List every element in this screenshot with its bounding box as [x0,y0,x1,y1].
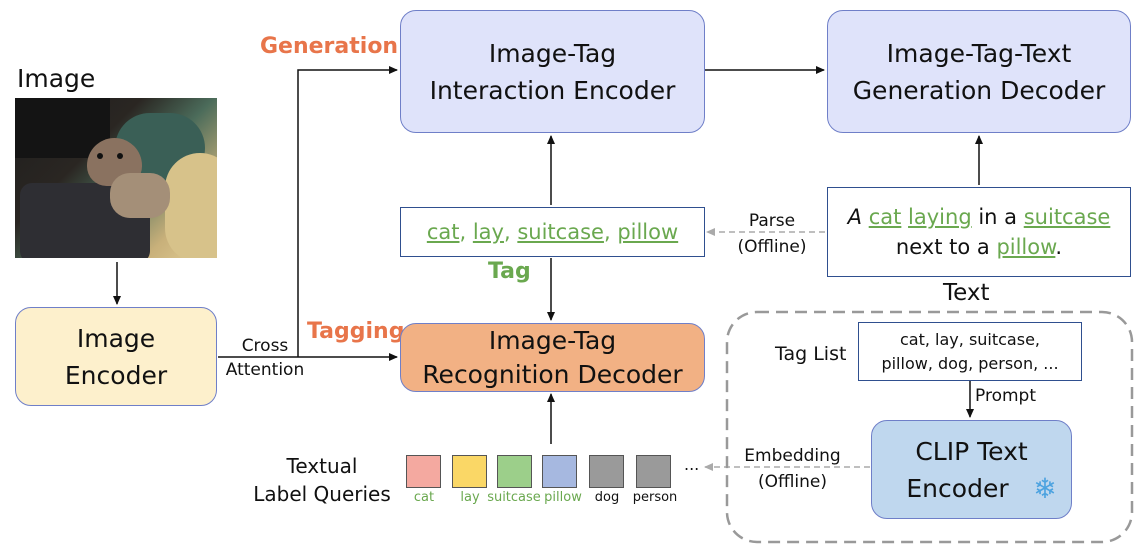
recognition-decoder-box: Image-Tag Recognition Decoder [400,323,705,392]
tags-box: cat, lay, suitcase, pillow [400,207,705,257]
query-person-label: person [632,490,678,505]
query-suitcase-square [497,455,532,488]
tag-sep: , [603,220,618,244]
recognition-decoder-line1: Image-Tag [488,325,617,355]
query-pillow-square [542,455,577,488]
interaction-encoder-line2: Interaction Encoder [429,75,676,105]
interaction-encoder-box: Image-Tag Interaction Encoder [400,10,705,133]
query-dog-label: dog [594,490,620,505]
text-word-suitcase: suitcase [1023,205,1111,229]
image-encoder-box: Image Encoder [15,307,217,406]
text-line1: A cat laying in a suitcase [848,202,1111,232]
tag-label: Tag [488,259,531,284]
input-image [15,98,217,258]
parse-line2: (Offline) [737,237,807,257]
clip-encoder-line1: CLIP Text [915,436,1028,466]
image-label: Image [17,64,96,93]
tag-list-line1: cat, lay, suitcase, [900,329,1040,349]
tag-sep: , [503,220,518,244]
tag-sep: , [459,220,473,244]
text-word: A [847,205,863,229]
text-word-cat: cat [868,205,902,229]
text-word-pillow: pillow [996,235,1056,259]
generation-decoder-line2: Generation Decoder [852,75,1106,105]
text-word: in a [978,205,1018,229]
clip-encoder-box: CLIP Text Encoder [871,420,1072,519]
tag-lay: lay [472,220,504,244]
query-cat-label: cat [413,490,435,505]
text-word-laying: laying [908,205,972,229]
tag-pillow: pillow [617,220,679,244]
text-line2: next to a pillow. [896,232,1062,262]
embedding-label: Embedding (Offline) [735,443,850,495]
query-cat-square [406,455,441,488]
tag-list-label: Tag List [775,343,847,365]
query-lay-square [452,455,487,488]
tag-suitcase: suitcase [517,220,604,244]
tagging-label: Tagging [307,319,405,344]
recognition-decoder-line2: Recognition Decoder [422,359,683,389]
queries-line2: Label Queries [253,482,391,506]
tag-list-box: cat, lay, suitcase, pillow, dog, person,… [858,322,1082,381]
text-label: Text [943,280,990,306]
query-suitcase-label: suitcase [487,490,541,505]
parse-line1: Parse [748,211,796,231]
queries-label: Textual Label Queries [246,452,398,508]
query-lay-label: lay [460,490,480,505]
queries-ellipsis: ... [684,455,700,474]
cross-attention-line2: Attention [225,360,305,380]
clip-encoder-line2: Encoder [906,473,1009,503]
text-period: . [1055,235,1063,259]
embedding-line1: Embedding [744,446,841,466]
embedding-line2: (Offline) [757,472,828,492]
cross-attention-label: Cross Attention [220,334,310,382]
query-dog-square [589,455,624,488]
parse-label: Parse (Offline) [728,208,816,260]
tag-cat: cat [426,220,460,244]
image-encoder-line1: Image [76,323,156,353]
generation-decoder-line1: Image-Tag-Text [886,38,1072,68]
interaction-encoder-line1: Image-Tag [488,38,617,68]
text-box: A cat laying in a suitcase next to a pil… [827,187,1131,277]
snowflake-icon: ❄ [1033,472,1057,505]
prompt-label: Prompt [975,386,1036,406]
tag-list-line2: pillow, dog, person, ... [881,353,1059,373]
image-encoder-line2: Encoder [64,360,168,390]
text-word: next to a [895,235,990,259]
generation-label: Generation [260,34,399,59]
cross-attention-line1: Cross [241,336,289,356]
generation-decoder-box: Image-Tag-Text Generation Decoder [827,10,1131,133]
query-pillow-label: pillow [544,490,582,505]
queries-line1: Textual [286,454,358,478]
query-person-square [636,455,671,488]
